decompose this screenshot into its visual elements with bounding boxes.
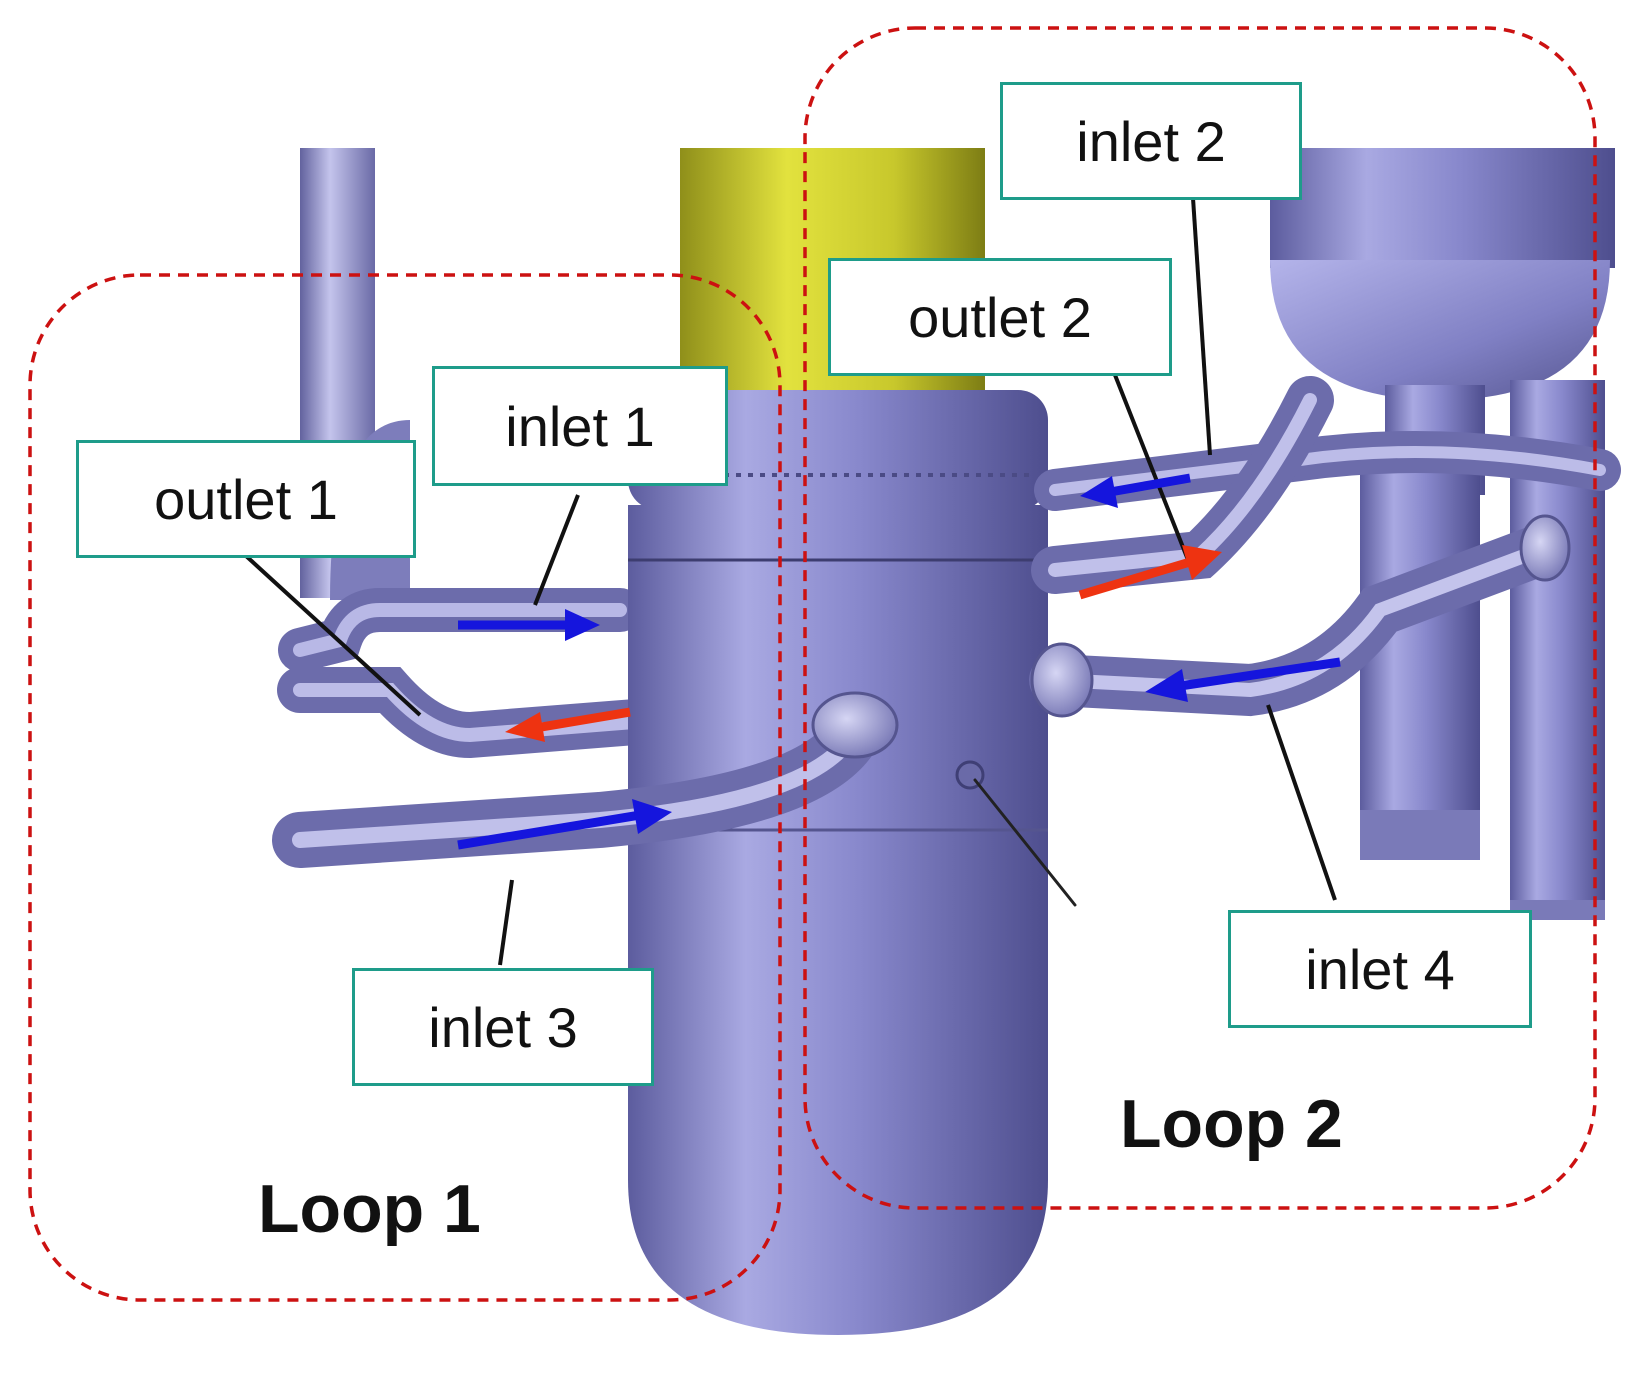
loop1-title: Loop 1 bbox=[258, 1171, 481, 1247]
flow-arrows bbox=[457, 473, 1341, 850]
leader-lines bbox=[243, 197, 1337, 966]
outlet1-flow-arrow bbox=[505, 707, 631, 742]
inlet2-flow-arrow bbox=[1080, 473, 1191, 508]
inlet3-leader bbox=[498, 879, 514, 966]
inlet1-leader bbox=[533, 494, 580, 606]
inlet3-label: inlet 3 bbox=[352, 968, 654, 1086]
inlet3-flow-arrow bbox=[457, 799, 672, 850]
loop1-boundary bbox=[28, 273, 782, 1302]
outlet2-flow-arrow bbox=[1078, 545, 1222, 600]
inlet4-flow-arrow bbox=[1145, 657, 1341, 702]
loop2-title: Loop 2 bbox=[1120, 1086, 1343, 1162]
loop-boundaries bbox=[28, 26, 1597, 1302]
inlet4-label: inlet 4 bbox=[1228, 910, 1532, 1028]
inlet1-label: inlet 1 bbox=[432, 366, 728, 486]
inlet2-leader bbox=[1191, 197, 1212, 456]
outlet2-label: outlet 2 bbox=[828, 258, 1172, 376]
outlet2-leader bbox=[1113, 374, 1192, 566]
inlet4-leader bbox=[1266, 704, 1337, 901]
inlet2-label: inlet 2 bbox=[1000, 82, 1302, 200]
outlet1-label: outlet 1 bbox=[76, 440, 416, 558]
outlet1-leader bbox=[243, 553, 422, 717]
inlet1-flow-arrow bbox=[458, 609, 600, 641]
loop2-boundary bbox=[803, 26, 1597, 1210]
